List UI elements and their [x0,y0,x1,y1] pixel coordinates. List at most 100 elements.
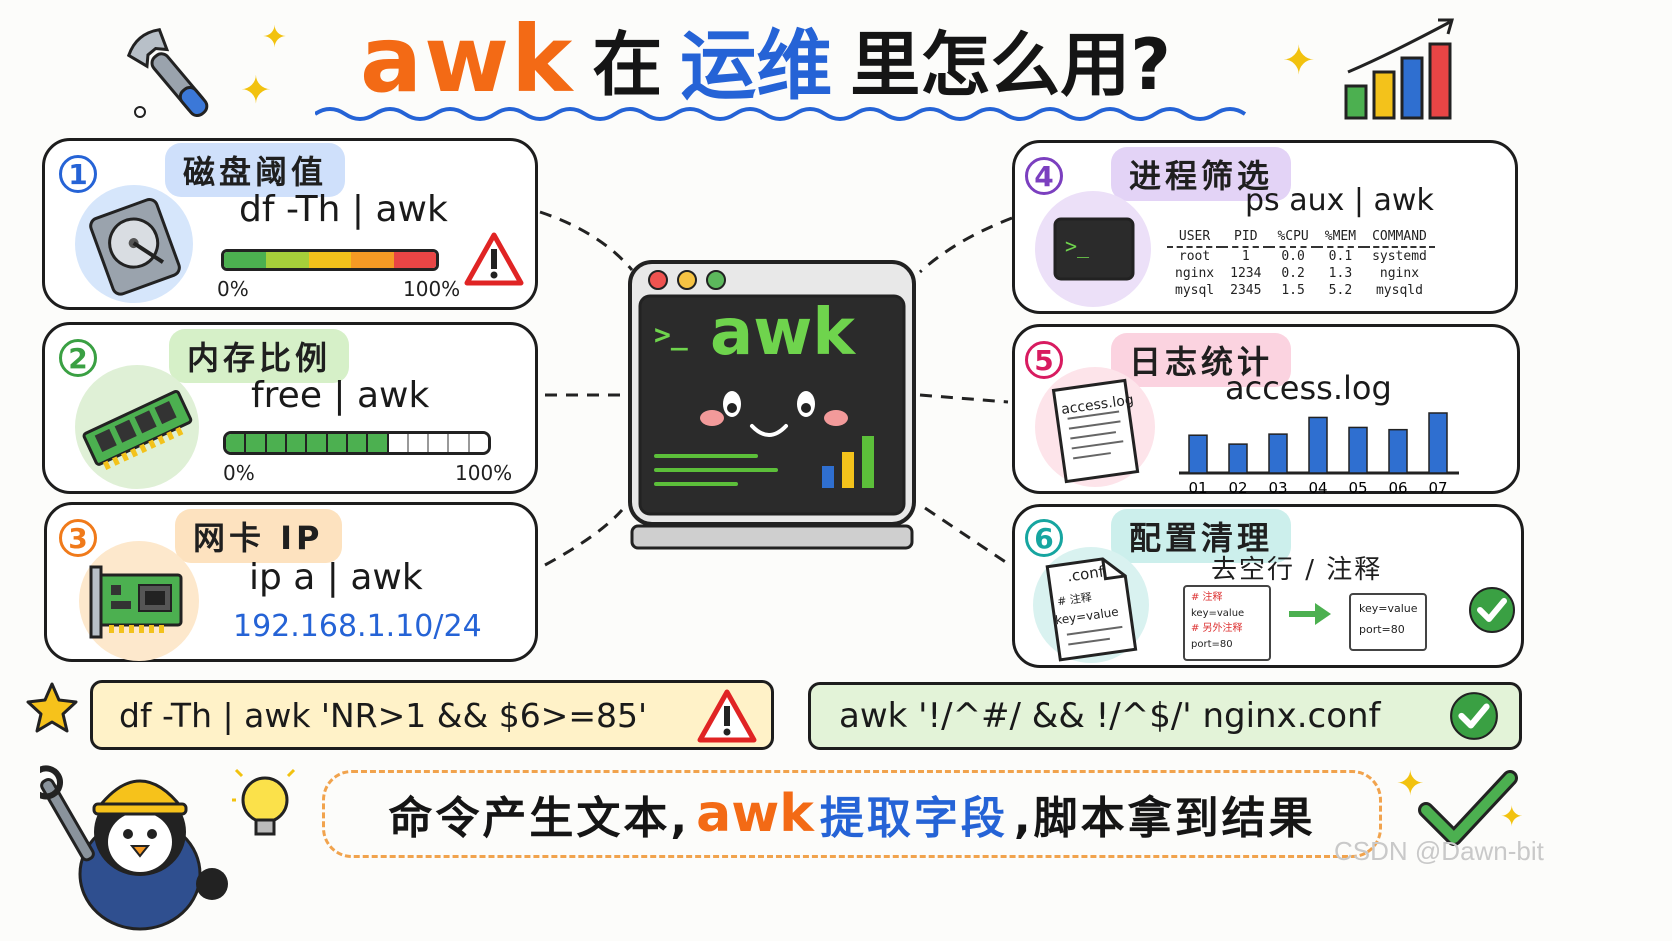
warning-icon [696,688,758,748]
card-number: 2 [59,339,97,377]
chart-bar [1268,433,1288,474]
checkmark-icon [1418,770,1518,854]
table-cell: 2345 [1230,283,1262,298]
table-cell: 5.2 [1328,283,1353,298]
table-header: COMMAND [1364,227,1435,248]
warning-icon [463,231,525,291]
sparkle-icon: ✦ [240,68,272,112]
config-file-icon: .conf # 注释 key=value [1033,547,1149,663]
log-bar-chart: 01 02 03 04 05 06 07 [1179,412,1459,497]
network-card-icon [79,541,199,661]
command-bar-right: awk '!/^#/ && !/^$/' nginx.conf [808,682,1522,750]
card-number: 4 [1025,157,1063,195]
table-cell: 0.1 [1328,249,1353,264]
config-before-box: # 注释 key=value # 另外注释 port=80 [1183,585,1271,661]
table-cell: nginx [1379,266,1420,281]
check-circle-icon [1448,690,1500,746]
title-rest: 里怎么用? [850,23,1171,106]
terminal-prompt: >_ [654,318,688,351]
sparkle-icon: ✦ [1396,764,1425,804]
card-number: 5 [1025,341,1063,379]
ram-module-icon [75,365,199,489]
bar-max-label: 100% [403,277,461,301]
card-tag: 进程筛选 [1111,147,1292,201]
terminal-icon: >_ [1035,191,1151,307]
command-text: awk '!/^#/ && !/^$/' nginx.conf [839,696,1381,736]
table-cell: systemd [1372,249,1427,264]
bar-max-label: 100% [455,461,513,485]
terminal-awk-label: awk [710,296,855,370]
table-cell: 1234 [1230,266,1262,281]
sparkle-icon: ✦ [262,20,288,55]
ip-address: 192.168.1.10/24 [233,609,482,644]
chart-tick-label: 04 [1308,479,1327,497]
table-header: PID [1222,227,1270,248]
disk-usage-bar [221,249,439,271]
card-command: ip a | awk [249,557,423,598]
sparkle-icon: ✦ [1282,38,1316,84]
card-command: access.log [1225,369,1392,407]
watermark: CSDN @Dawn-bit [1334,836,1544,866]
config-line: key=value [1359,602,1418,615]
growth-chart-icon [1340,14,1465,124]
lightbulb-icon [230,764,298,858]
card-tag: 磁盘阈值 [165,143,346,197]
summary-part2: 提取字段 [819,793,1008,844]
command-bar-left: df -Th | awk 'NR>1 && $6>=85' [90,680,774,750]
arrow-right-icon [1285,599,1335,633]
check-circle-icon [1467,585,1517,639]
config-line: # 另外注释 [1191,623,1243,634]
chart-tick-label: 05 [1348,479,1367,497]
config-line: key=value [1191,607,1245,619]
card-command: ps aux | awk [1245,183,1434,218]
table-header: %CPU [1269,227,1317,248]
penguin-mascot-icon [29,754,230,934]
table-cell: 0.0 [1281,249,1305,264]
chart-bar [1348,426,1368,474]
title-zai: 在 [592,23,663,106]
title-underline [315,107,1247,121]
chart-tick-label: 07 [1428,479,1447,497]
page-title: awk 在 运维 里怎么用? [360,6,1300,113]
card-disk-threshold: 1 磁盘阈值 df -Th | awk 0% 100% [42,138,538,310]
config-line: # 注释 [1191,592,1223,603]
table-cell: root [1178,249,1211,264]
hard-disk-icon [75,185,193,303]
awk-terminal: >_ awk [626,258,918,554]
card-number: 6 [1025,519,1063,557]
chart-bar [1188,434,1208,474]
card-nic-ip: 3 网卡 IP ip a | awk 192.168.1.10/24 [44,502,538,662]
title-yunwei: 运维 [680,21,833,110]
summary-part1: 命令产生文本, [388,793,691,844]
memory-usage-bar [223,431,491,455]
card-number: 1 [59,155,97,193]
card-tag: 日志统计 [1111,333,1292,387]
config-line: port=80 [1359,622,1405,636]
chart-bar [1388,428,1408,474]
card-config-clean: 6 配置清理 .conf # 注释 key=value 去空行 / 注释 # 注… [1012,504,1524,668]
log-file-icon: access.log [1035,367,1155,487]
card-command: df -Th | awk [239,189,448,230]
card-memory-ratio: 2 内存比例 free | awk 0% 100% [42,322,538,494]
summary-banner: 命令产生文本, awk 提取字段 ,脚本拿到结果 [322,770,1382,858]
card-number: 3 [59,519,97,557]
chart-tick-label: 01 [1188,479,1207,497]
table-cell: 1.3 [1328,266,1353,281]
chart-tick-label: 02 [1228,479,1247,497]
chart-tick-label: 06 [1388,479,1407,497]
card-subtitle: 去空行 / 注释 [1211,555,1383,585]
card-tag: 内存比例 [169,329,350,383]
table-header: USER [1167,227,1223,248]
chart-tick-label: 03 [1268,479,1287,497]
chart-bar [1308,416,1328,474]
summary-awk: awk [696,784,814,844]
svg-text:>_: >_ [1065,234,1090,258]
table-header: %MEM [1316,227,1365,248]
card-tag: 配置清理 [1111,509,1292,563]
config-after-box: key=value port=80 [1349,593,1427,651]
